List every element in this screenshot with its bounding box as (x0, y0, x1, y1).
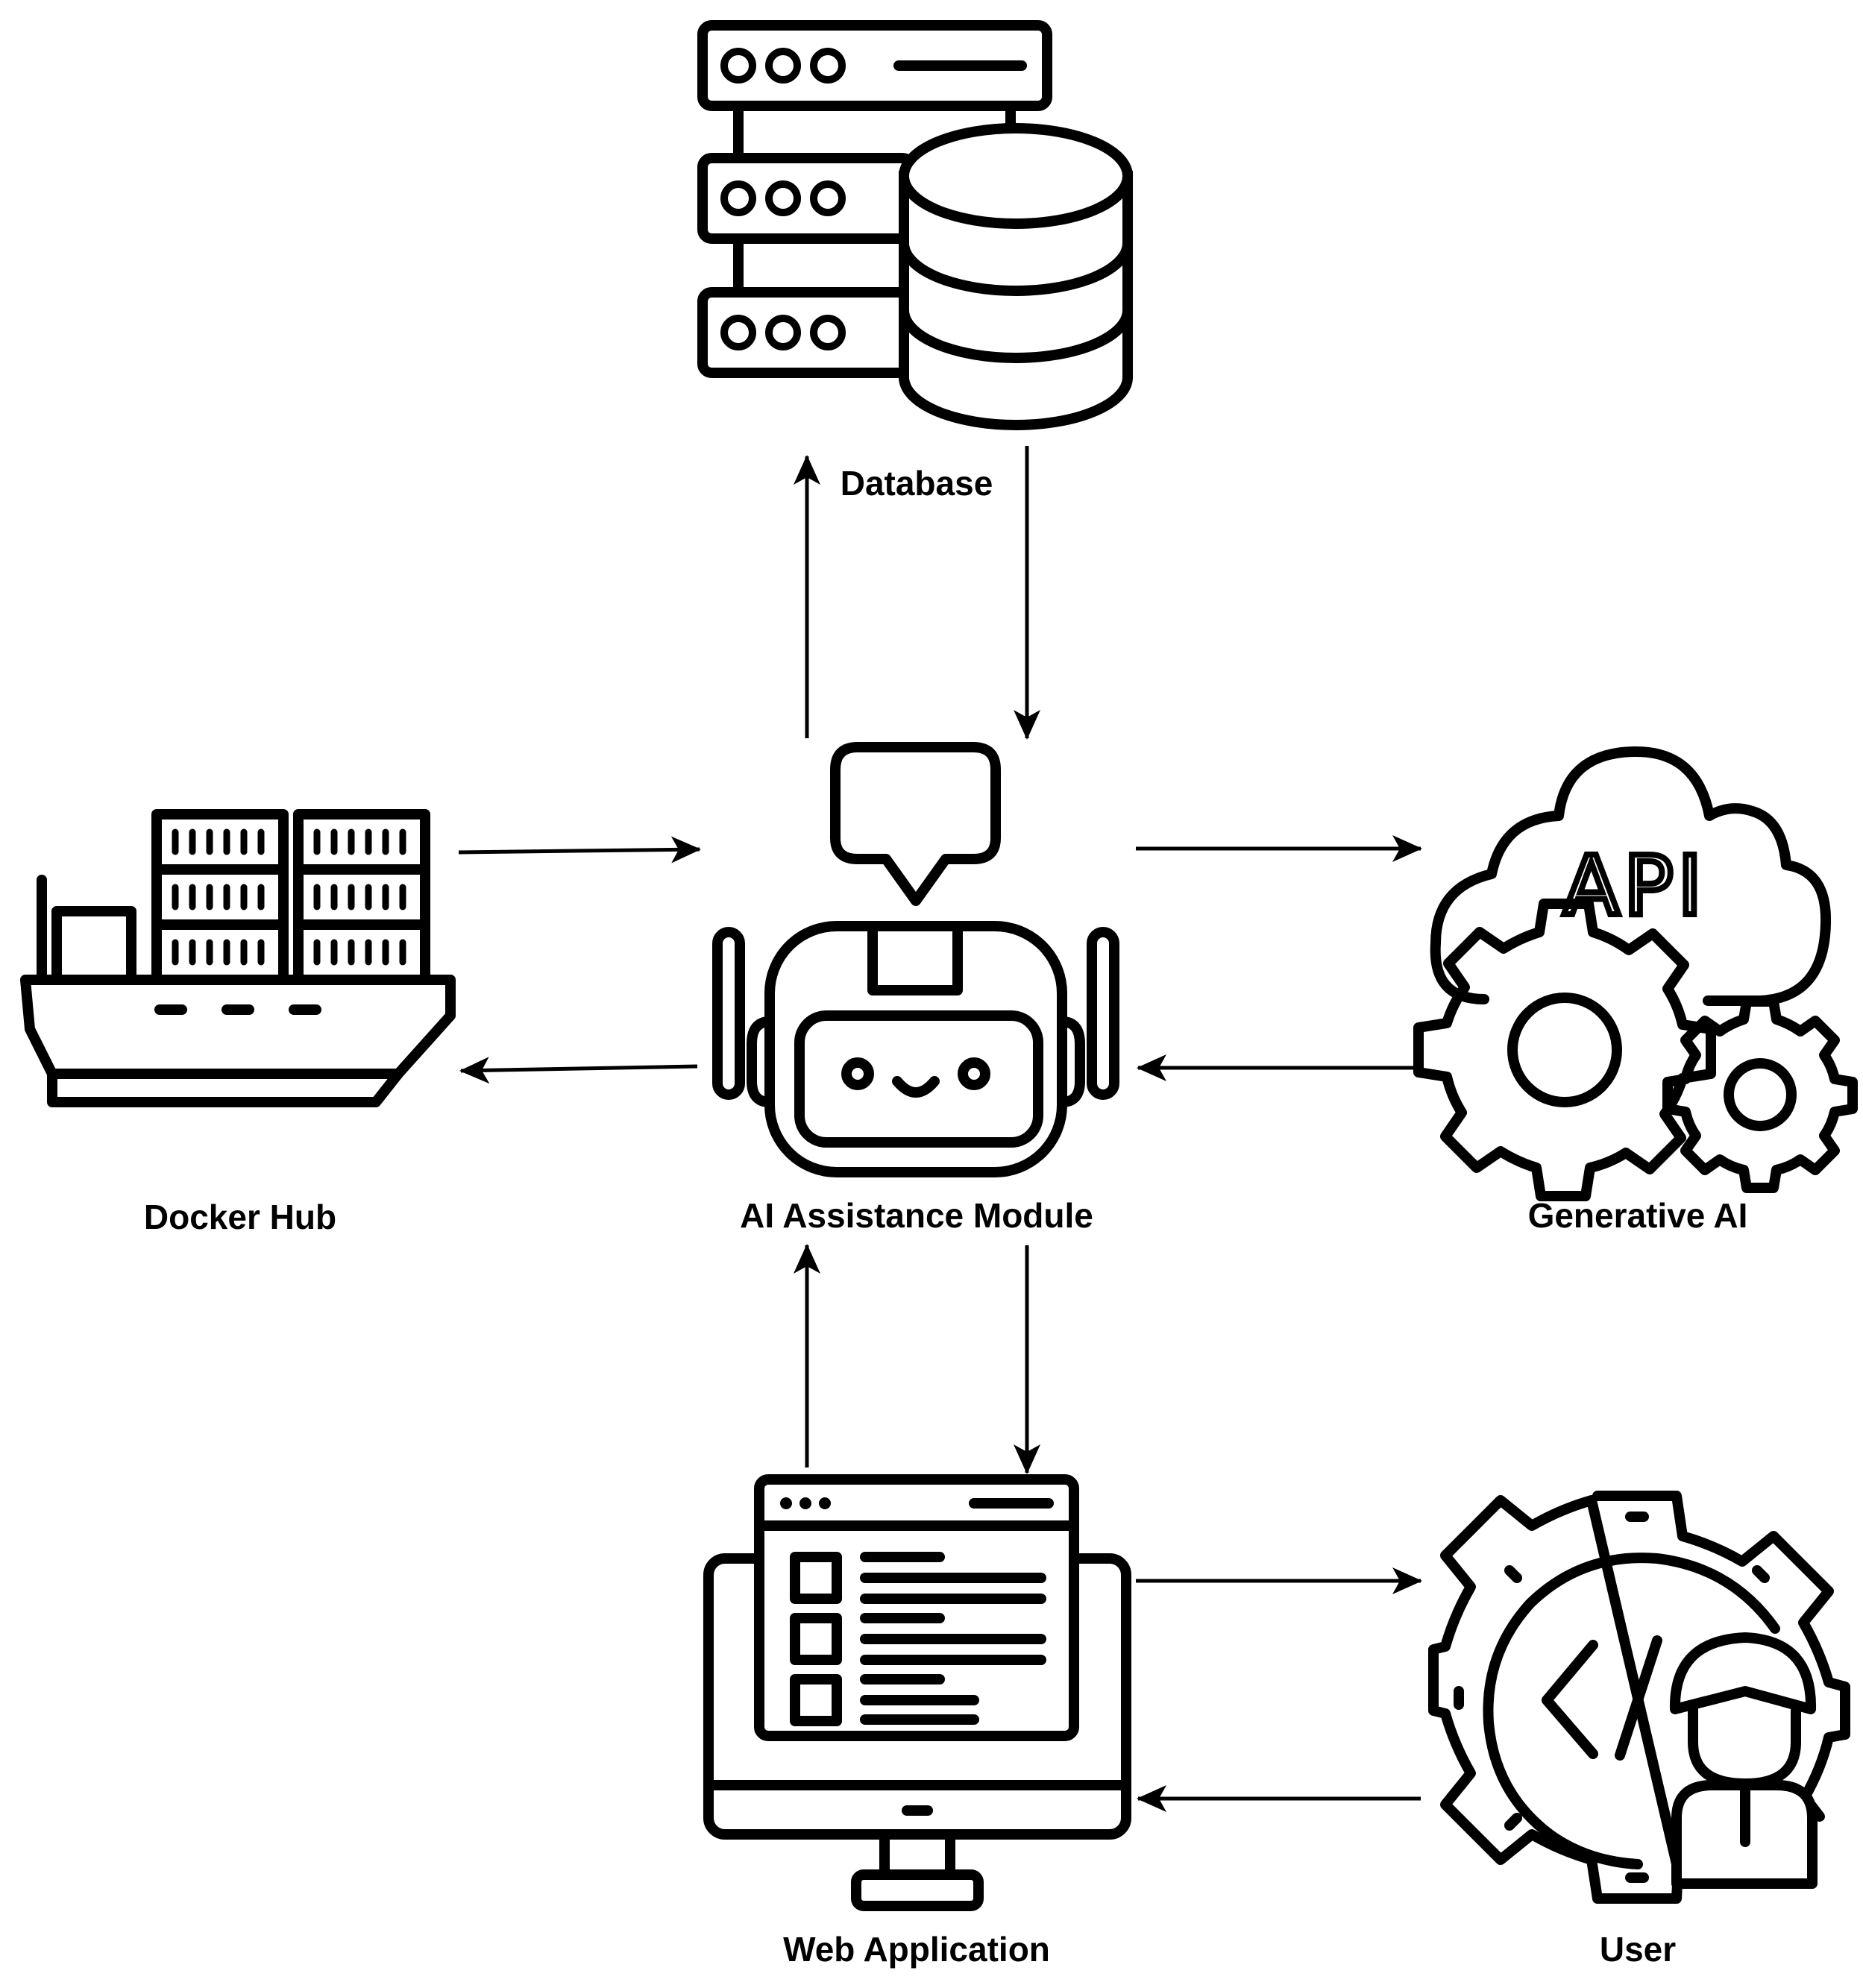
monitor-browser-icon (703, 1474, 1131, 1911)
database-server-icon (697, 20, 1133, 430)
ai-module-label: AI Assistance Module (740, 1196, 1093, 1235)
database-label: Database (841, 464, 993, 503)
user-label: User (1600, 1930, 1676, 1969)
web-application-node: Web Application (703, 1474, 1131, 1969)
container-ship-icon (20, 809, 456, 1107)
generative-ai-label: Generative AI (1528, 1196, 1748, 1235)
connectors (458, 446, 1422, 1812)
docker-hub-node: Docker Hub (20, 809, 456, 1236)
database-node: Database (697, 20, 1133, 503)
robot-chat-icon (712, 742, 1119, 1177)
edge-docker-to-ai (458, 836, 701, 864)
generative-ai-node: API Generative AI (1413, 746, 1858, 1235)
api-cloud-label: API (1563, 838, 1706, 934)
ai-module-node: AI Assistance Module (712, 742, 1119, 1235)
user-node: User (1428, 1491, 1850, 1969)
developer-gear-icon (1428, 1491, 1850, 1904)
docker-hub-label: Docker Hub (144, 1198, 336, 1236)
api-cloud-gears-icon: API (1413, 746, 1858, 1201)
edge-ai-to-docker (459, 1057, 698, 1084)
web-application-label: Web Application (783, 1930, 1050, 1969)
